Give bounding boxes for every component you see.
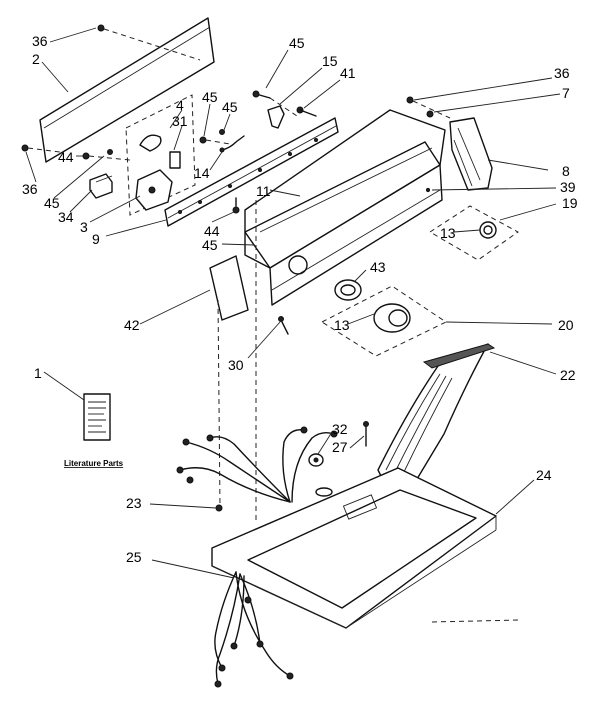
screw-36-left [21, 144, 61, 153]
callout-19: 19 [562, 195, 578, 211]
part-23-grommet [215, 504, 223, 512]
part-15-clip [267, 105, 285, 129]
wire-harness-lower [214, 571, 294, 688]
callout-labels: 36 2 45 15 41 36 7 4 31 45 45 44 14 8 36… [22, 33, 578, 565]
callout-13-upper: 13 [440, 225, 456, 241]
callout-15: 15 [322, 53, 338, 69]
screw-36-right [406, 96, 451, 119]
part-20-knob-set [320, 285, 448, 357]
callout-20: 20 [558, 317, 574, 333]
part-9-control-bracket [164, 117, 339, 227]
callout-45-left: 45 [44, 195, 60, 211]
callout-42: 42 [124, 317, 140, 333]
callout-23: 23 [126, 495, 142, 511]
callout-25: 25 [126, 549, 142, 565]
callout-36-top: 36 [32, 33, 48, 49]
callout-2: 2 [32, 51, 40, 67]
part-2-rear-panel [39, 17, 215, 163]
callout-44-left: 44 [58, 149, 74, 165]
part-14-wire [219, 135, 245, 153]
screw-45-c [219, 129, 225, 135]
callout-1: 1 [34, 365, 42, 381]
callout-3: 3 [80, 219, 88, 235]
callout-44-mid: 44 [204, 223, 220, 239]
part-11-console [244, 109, 446, 306]
callout-31: 31 [172, 113, 188, 129]
callout-8: 8 [562, 163, 570, 179]
callout-43: 43 [370, 259, 386, 275]
callout-45-top: 45 [289, 35, 305, 51]
callout-9: 9 [92, 231, 100, 247]
callout-14: 14 [194, 165, 210, 181]
part-19-knob-set [429, 205, 519, 261]
callout-39: 39 [560, 179, 576, 195]
callout-27: 27 [332, 439, 348, 455]
literature-caption: Literature Parts [64, 459, 124, 468]
callout-34: 34 [58, 209, 74, 225]
part-32-thermostat [308, 453, 324, 467]
guide-line-left [217, 299, 221, 509]
callout-11: 11 [256, 183, 271, 199]
callout-13-lower: 13 [334, 317, 350, 333]
screw-45-d [107, 149, 113, 155]
callout-45-mid2: 45 [222, 99, 238, 115]
screw-45-a [252, 90, 301, 119]
part-22-duct [377, 343, 496, 495]
part-24-top-tray [211, 467, 521, 629]
part-7-screw [426, 110, 434, 118]
screw-45-b [199, 136, 231, 145]
callout-24: 24 [536, 467, 552, 483]
screw-44-a [82, 152, 131, 161]
callout-45-low: 45 [202, 237, 218, 253]
part-41-screw [296, 106, 317, 117]
part-8-end-cap [449, 117, 493, 191]
screw-36-top [97, 24, 201, 61]
part-43-bezel [334, 279, 362, 301]
callout-45-mid: 45 [202, 89, 218, 105]
leader-lines [25, 27, 561, 579]
callout-36-left: 36 [22, 181, 38, 197]
wire-harness-upper [176, 426, 338, 503]
part-34-switch [89, 173, 113, 199]
part-27-sensor [363, 421, 369, 447]
callout-22: 22 [560, 367, 576, 383]
screw-44-b [232, 197, 240, 214]
callout-32: 32 [332, 421, 348, 437]
callout-4: 4 [176, 97, 184, 113]
part-42-side-cap [209, 255, 249, 321]
callout-41: 41 [340, 65, 356, 81]
part-1-literature [83, 393, 111, 441]
part-30-screw [278, 316, 289, 335]
callout-36-right: 36 [554, 65, 570, 81]
callout-30: 30 [228, 357, 244, 373]
callout-7: 7 [562, 85, 570, 101]
